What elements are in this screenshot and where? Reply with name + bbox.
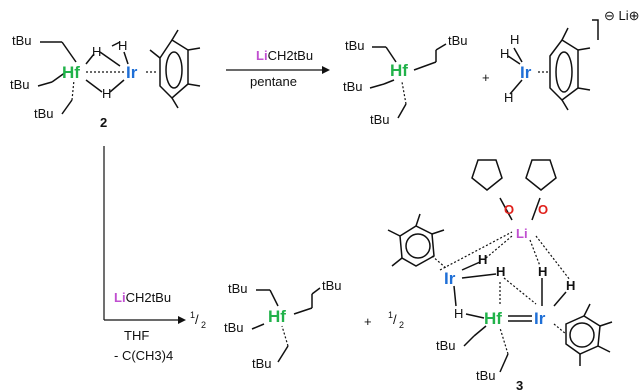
hydride-label: H xyxy=(538,264,547,279)
hydride-label: H xyxy=(118,38,127,53)
reagent-1: LiCH2tBu xyxy=(256,48,313,63)
hf-tetraalkyl-top: tBu tBu Hf tBu tBu xyxy=(343,33,468,127)
svg-text:2: 2 xyxy=(201,320,206,330)
iridium-atom: Ir xyxy=(444,269,456,288)
svg-text:1: 1 xyxy=(190,310,195,320)
reagent-2: LiCH2tBu xyxy=(114,290,171,305)
hydride-label: H xyxy=(92,44,101,59)
tbu-label: tBu xyxy=(224,320,244,335)
plus-sign: + xyxy=(482,70,490,85)
hydride-label: H xyxy=(566,278,575,293)
half-coefficient: 1 / 2 xyxy=(190,310,206,330)
hafnium-atom: Hf xyxy=(62,63,80,82)
hydride-label: H xyxy=(510,32,519,47)
svg-text:1: 1 xyxy=(388,310,393,320)
tbu-label: tBu xyxy=(34,106,54,121)
iridium-atom: Ir xyxy=(520,63,532,82)
hafnium-atom: Hf xyxy=(390,61,408,80)
hafnium-atom: Hf xyxy=(268,307,286,326)
tbu-label: tBu xyxy=(345,38,365,53)
iridium-atom: Ir xyxy=(126,63,138,82)
compound-2-number: 2 xyxy=(100,115,107,130)
reaction-1-arrow: LiCH2tBu pentane xyxy=(226,48,330,89)
tbu-label: tBu xyxy=(322,278,342,293)
reaction-2-arrow: LiCH2tBu THF - C(CH3)4 xyxy=(103,146,186,363)
oxygen-atom: O xyxy=(538,202,548,217)
tbu-label: tBu xyxy=(12,33,32,48)
hydride-label: H xyxy=(102,86,111,101)
tbu-label: tBu xyxy=(370,112,390,127)
charge-label: ⊖ Li⊕ xyxy=(604,8,640,23)
half-coefficient: 1 / 2 xyxy=(388,310,404,330)
oxygen-atom: O xyxy=(504,202,514,217)
tbu-label: tBu xyxy=(252,356,272,371)
solvent-1: pentane xyxy=(250,74,297,89)
lithium-atom: Li xyxy=(516,226,528,241)
iridium-atom: Ir xyxy=(534,309,546,328)
tbu-label: tBu xyxy=(448,33,468,48)
plus-sign: + xyxy=(364,314,372,329)
compound-2: tBu tBu tBu Hf H H H Ir 2 xyxy=(10,29,201,130)
compound-3: O O Li Ir H H H Hf Ir H H xyxy=(387,159,613,392)
hydride-label: H xyxy=(500,46,509,61)
tbu-label: tBu xyxy=(476,368,496,383)
byproduct: - C(CH3)4 xyxy=(114,348,173,363)
tbu-label: tBu xyxy=(436,338,456,353)
tbu-label: tBu xyxy=(228,281,248,296)
hydride-label: H xyxy=(478,252,487,267)
compound-3-number: 3 xyxy=(516,378,523,392)
tbu-label: tBu xyxy=(343,79,363,94)
hf-tetraalkyl-bottom: tBu tBu Hf tBu tBu xyxy=(224,278,342,371)
svg-text:/: / xyxy=(393,312,397,327)
iridate-product: H H H Ir ⊖ Li⊕ xyxy=(500,8,640,111)
svg-text:2: 2 xyxy=(399,320,404,330)
svg-text:/: / xyxy=(195,312,199,327)
hafnium-atom: Hf xyxy=(484,309,502,328)
hydride-label: H xyxy=(454,306,463,321)
solvent-2: THF xyxy=(124,328,149,343)
hydride-label: H xyxy=(496,264,505,279)
hydride-label: H xyxy=(504,90,513,105)
tbu-label: tBu xyxy=(10,77,30,92)
